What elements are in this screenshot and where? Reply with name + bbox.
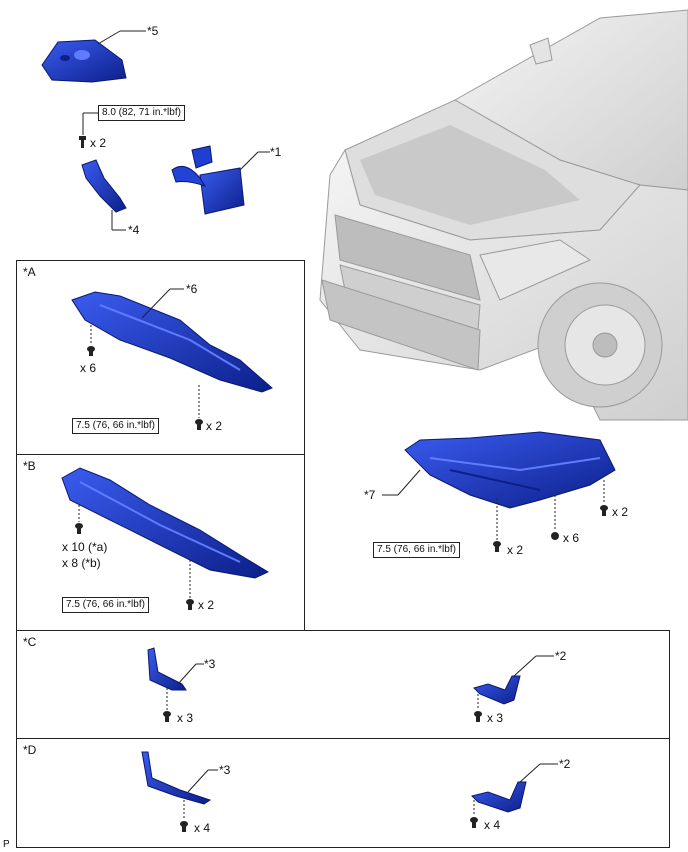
screw-d2 — [470, 817, 478, 828]
qty-b10: x 10 (*a) — [62, 540, 108, 554]
figure-code: P — [3, 839, 10, 850]
part-2-d — [471, 781, 527, 813]
callout-2-d: *2 — [559, 757, 571, 771]
vehicle-illustration — [319, 9, 688, 421]
qty-7c: x 2 — [612, 505, 629, 519]
part-3-d — [141, 751, 212, 805]
screw-b1 — [75, 523, 83, 534]
callout-3-c: *3 — [204, 657, 216, 671]
callout-1: *1 — [270, 145, 282, 159]
screw-7a — [493, 541, 501, 552]
torque-spec-a: 7.5 (76, 66 in.*lbf) — [72, 418, 159, 434]
panel-label-c: *C — [23, 635, 37, 649]
clip-7b — [551, 532, 559, 540]
torque-spec-b: 7.5 (76, 66 in.*lbf) — [62, 597, 149, 613]
part-4-bracket — [81, 159, 127, 213]
qty-d2: x 4 — [484, 818, 501, 832]
torque-spec-top: 8.0 (82, 71 in.*lbf) — [98, 105, 185, 121]
qty-7a: x 2 — [507, 543, 524, 557]
qty-top: x 2 — [90, 136, 107, 150]
part-1-air-cleaner — [171, 145, 245, 215]
panel-label-d: *D — [23, 743, 37, 757]
screw-b2 — [186, 599, 194, 610]
callout-6: *6 — [186, 282, 198, 296]
qty-a2: x 2 — [206, 419, 223, 433]
screw-c1 — [163, 711, 171, 722]
qty-c1: x 3 — [177, 711, 194, 725]
screw-a1 — [87, 346, 95, 356]
bolt-top — [79, 136, 86, 148]
part-6-cover-a — [71, 291, 273, 393]
part-7-under-cover — [404, 431, 616, 509]
qty-c2: x 3 — [487, 711, 504, 725]
callout-7: *7 — [364, 488, 376, 502]
part-5-engine-cover — [41, 39, 127, 83]
callout-4: *4 — [128, 223, 140, 237]
qty-b2: x 2 — [198, 598, 215, 612]
qty-b8: x 8 (*b) — [62, 556, 101, 570]
panel-d — [16, 738, 670, 848]
callout-3-d: *3 — [219, 763, 231, 777]
callout-5: *5 — [147, 24, 159, 38]
panel-a — [16, 260, 305, 456]
screw-c2 — [474, 711, 482, 722]
panel-label-a: *A — [23, 265, 36, 279]
part-3-c — [147, 647, 187, 691]
screw-d1 — [180, 821, 188, 832]
qty-7b: x 6 — [563, 531, 580, 545]
part-6-cover-b — [61, 467, 270, 579]
screw-a2 — [195, 419, 203, 430]
callout-2-c: *2 — [555, 649, 567, 663]
part-2-c — [473, 675, 521, 705]
qty-d1: x 4 — [194, 821, 211, 835]
qty-a6: x 6 — [80, 361, 97, 375]
screw-7c — [600, 505, 608, 516]
torque-spec-7: 7.5 (76, 66 in.*lbf) — [373, 542, 460, 558]
panel-label-b: *B — [23, 459, 36, 473]
